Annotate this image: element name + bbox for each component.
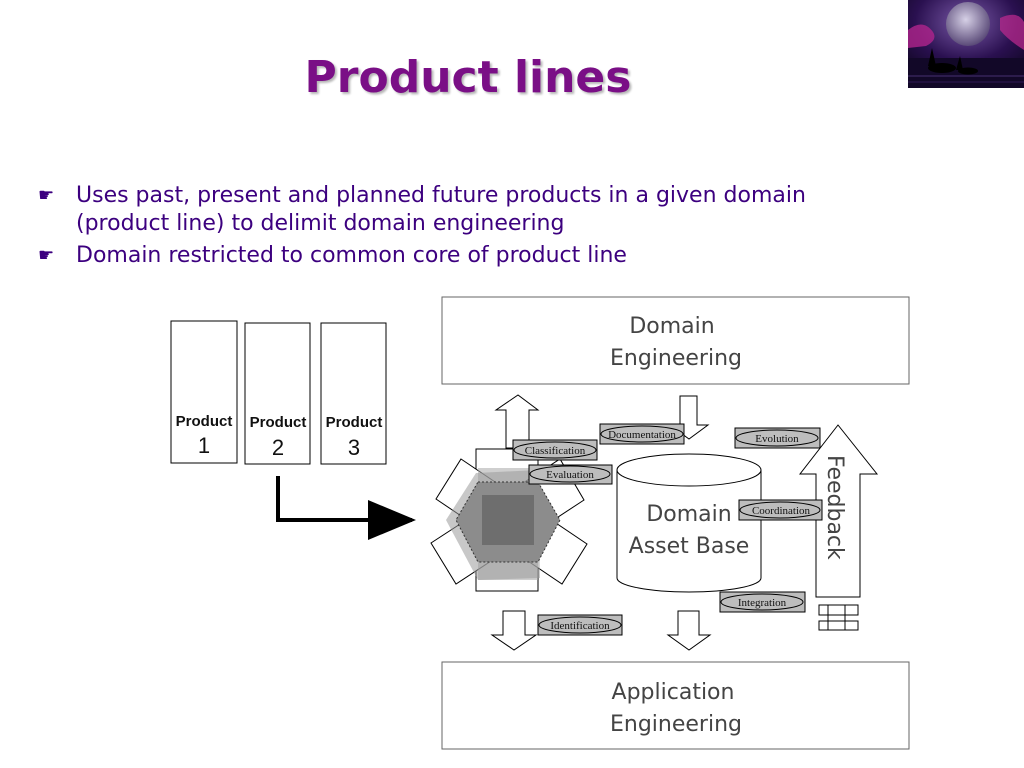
analysis-star-shape xyxy=(430,448,588,592)
asset-base-line1: Domain xyxy=(646,502,731,527)
product-number: 1 xyxy=(198,433,210,458)
product-box-2: Product 2 xyxy=(244,322,311,465)
application-engineering-line1: Application xyxy=(612,680,735,705)
activity-label: Integration xyxy=(738,597,787,609)
feedback-label: Feedback xyxy=(822,455,847,560)
application-engineering-line2: Engineering xyxy=(610,712,742,737)
activity-tag-evaluation: Evaluation xyxy=(528,464,613,485)
bullet-item: ☛ Domain restricted to common core of pr… xyxy=(38,242,898,270)
activity-tag-coordination: Coordination xyxy=(738,499,823,521)
domain-engineering-box: Domain Engineering xyxy=(441,296,910,385)
bullet-item: ☛ Uses past, present and planned future … xyxy=(38,182,898,238)
domain-engineering-line1: Domain xyxy=(629,314,714,339)
feedback-arrow: Feedback xyxy=(798,424,879,631)
bullet-list: ☛ Uses past, present and planned future … xyxy=(38,182,898,274)
activity-label: Coordination xyxy=(752,505,811,517)
night-scene-image xyxy=(908,0,1024,88)
product-number: 2 xyxy=(272,435,284,460)
activity-tag-documentation: Documentation xyxy=(599,423,685,445)
down-hollow-arrow-right xyxy=(666,610,712,651)
activity-label: Documentation xyxy=(608,429,676,441)
product-label: Product xyxy=(176,413,233,430)
product-number: 3 xyxy=(348,435,360,460)
asset-base-line2: Asset Base xyxy=(629,534,750,559)
bullet-text: Domain restricted to common core of prod… xyxy=(76,243,627,268)
activity-label: Classification xyxy=(525,445,586,457)
slide-title: Product lines xyxy=(304,52,632,103)
domain-engineering-line2: Engineering xyxy=(610,346,742,371)
application-engineering-box: Application Engineering xyxy=(441,661,910,750)
domain-asset-base-cylinder: Domain Asset Base xyxy=(616,453,762,593)
bullet-text: Uses past, present and planned future pr… xyxy=(76,183,806,236)
product-box-3: Product 3 xyxy=(320,322,387,465)
product-label: Product xyxy=(326,414,383,431)
activity-tag-identification: Identification xyxy=(537,614,623,636)
activity-tag-integration: Integration xyxy=(719,591,806,613)
product-box-1: Product 1 xyxy=(170,320,238,464)
pointing-hand-icon: ☛ xyxy=(38,185,55,206)
activity-label: Evaluation xyxy=(546,469,594,481)
activity-label: Identification xyxy=(550,620,610,632)
activity-tag-evolution: Evolution xyxy=(734,427,821,449)
pointing-hand-icon: ☛ xyxy=(38,245,55,266)
down-hollow-arrow-left xyxy=(490,610,538,651)
product-label: Product xyxy=(250,414,307,431)
activity-tag-classification: Classification xyxy=(512,439,598,461)
activity-label: Evolution xyxy=(755,433,799,445)
product-flow-arrow xyxy=(276,476,416,540)
